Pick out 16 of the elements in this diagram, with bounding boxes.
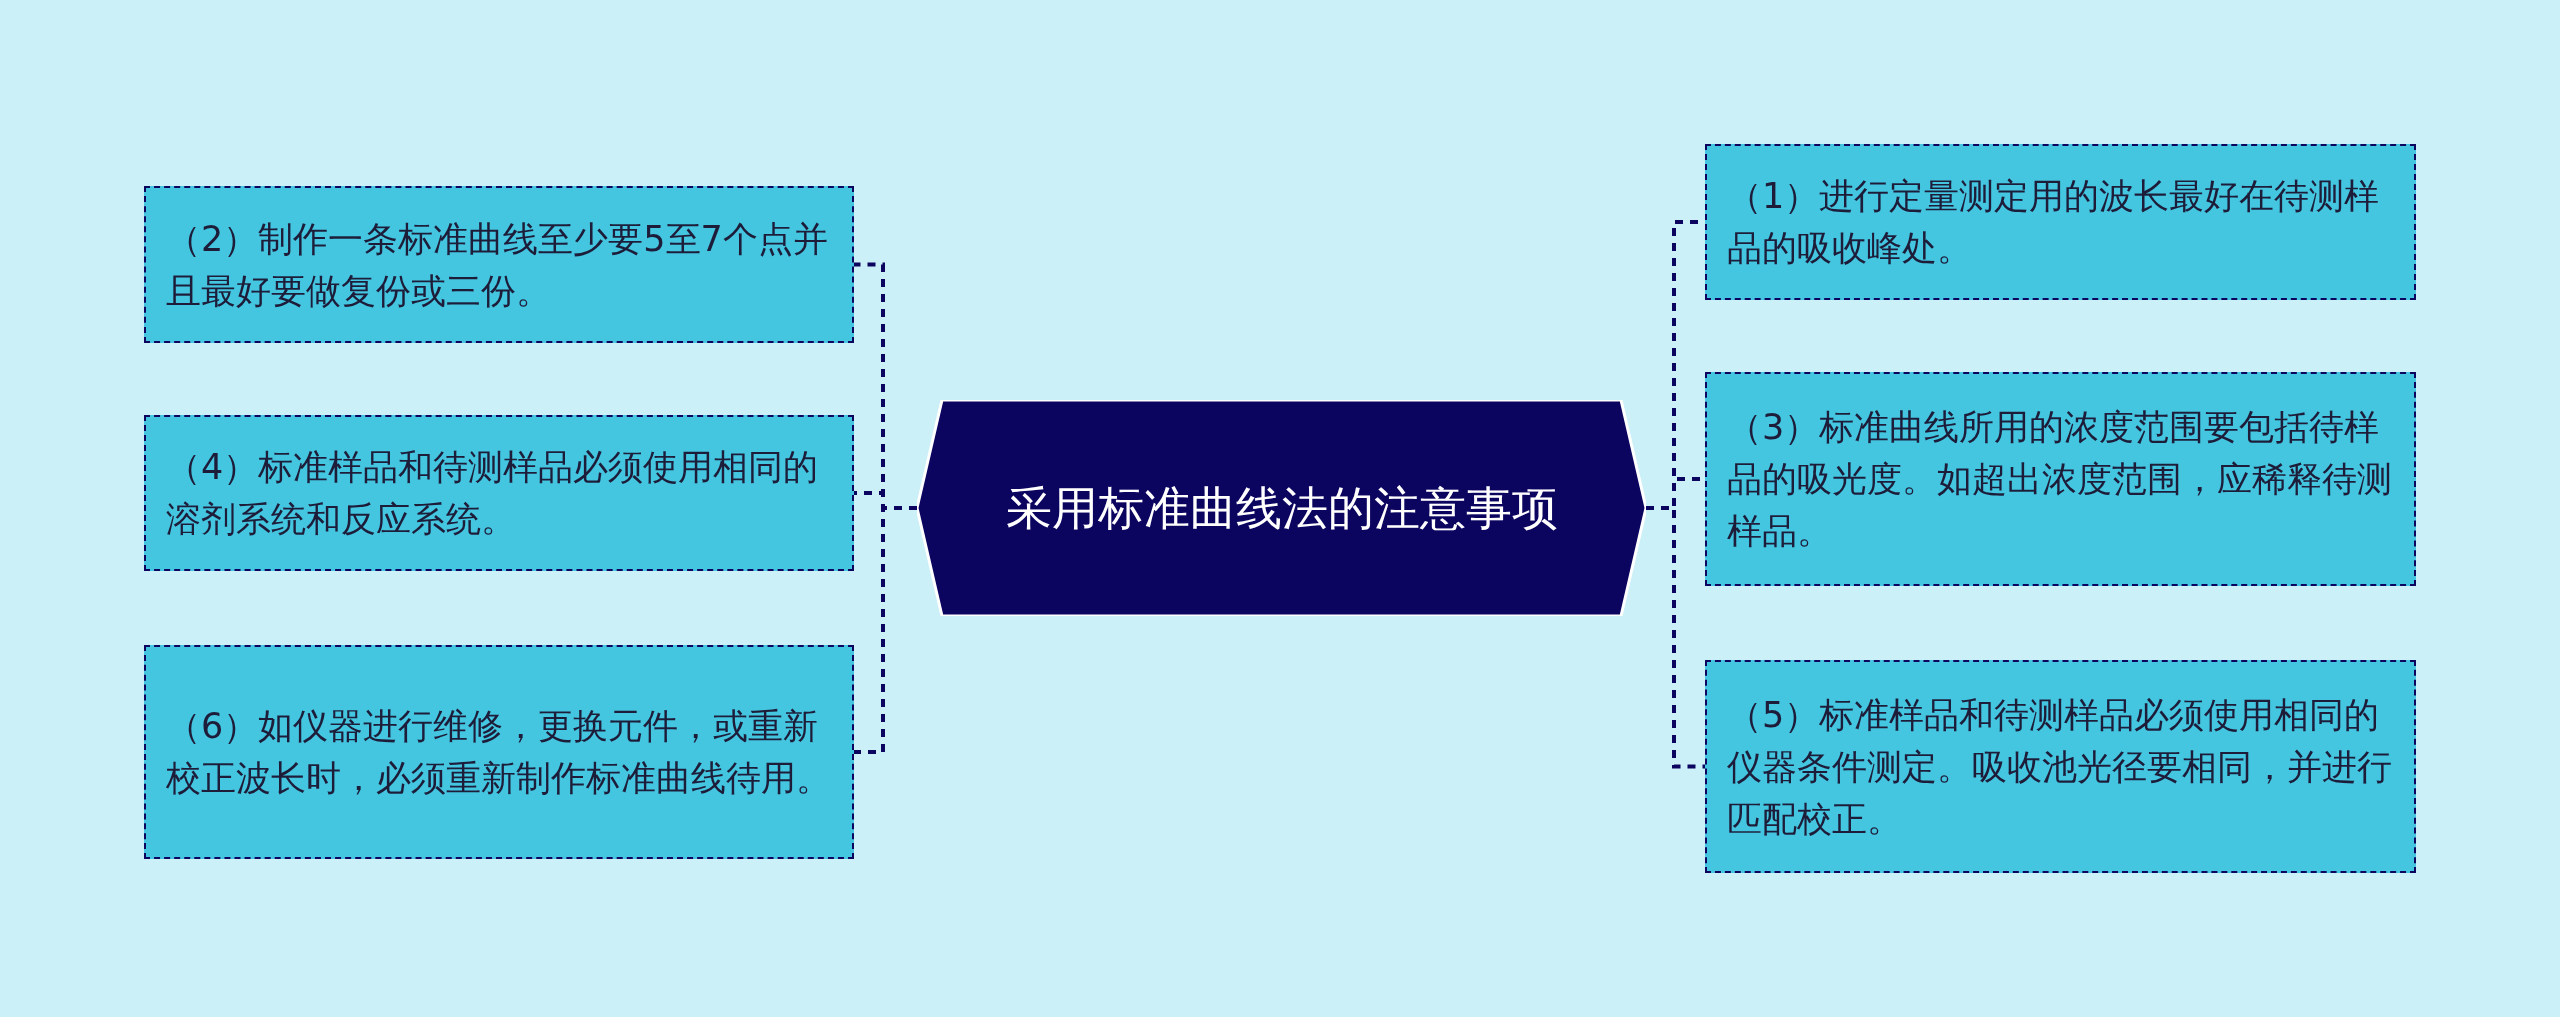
- note-text: （6）如仪器进行维修，更换元件，或重新校正波长时，必须重新制作标准曲线待用。: [166, 705, 832, 800]
- connector-line: [1646, 506, 1705, 769]
- note-box: [1705, 660, 2416, 873]
- note-box: [1705, 144, 2416, 300]
- note-box: [144, 645, 854, 859]
- note-text: （3）标准曲线所用的浓度范围要包括待样品的吸光度。如超出浓度范围，应稀释待测样品。: [1727, 406, 2393, 553]
- note-text: （2）制作一条标准曲线至少要5至7个点并且最好要做复份或三份。: [166, 217, 829, 313]
- note-text: （5）标准样品和待测样品必须使用相同的仪器条件测定。吸收池光径要相同，并进行匹配校正。: [1727, 693, 2393, 841]
- note-box: [1705, 372, 2416, 586]
- topic-text: 采用标准曲线法的注意事项: [1005, 480, 1558, 537]
- note-box: [144, 186, 854, 343]
- note-text: （4）标准样品和待测样品必须使用相同的溶剂系统和反应系统。: [166, 446, 820, 541]
- topic-hexagon: [917, 400, 1646, 616]
- note-box: [144, 415, 854, 571]
- note-text: （1）进行定量测定用的波长最好在待测样品的吸收峰处。: [1727, 175, 2381, 270]
- connector-line: [854, 506, 917, 754]
